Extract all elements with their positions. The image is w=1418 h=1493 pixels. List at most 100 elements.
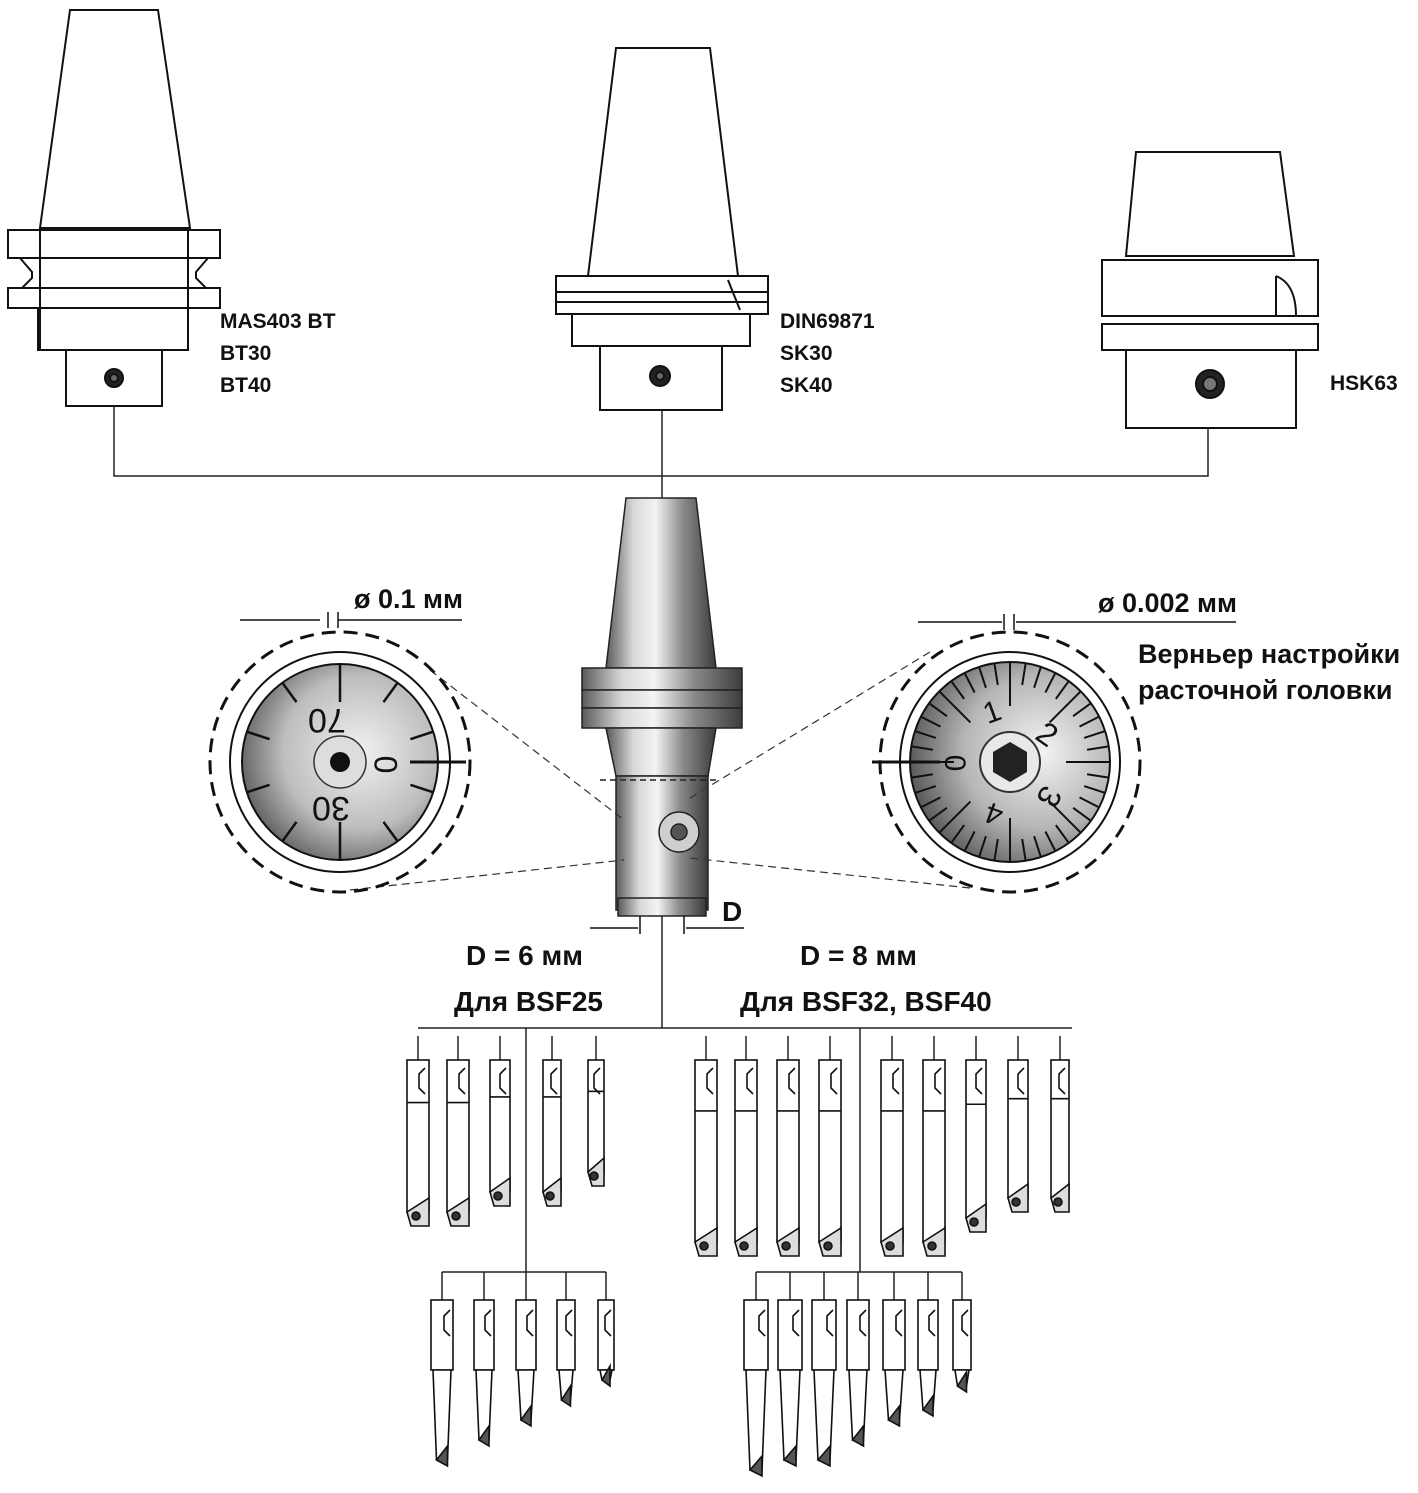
right-dial-tick [920,796,941,809]
left-dial-tick [382,821,399,843]
holder-bt-line-3: BT40 [220,374,272,397]
bt-holder [7,9,221,407]
tool-flat [892,1067,900,1095]
holder-sk-line-2: SK30 [780,342,833,365]
right-dial-tick [920,715,941,728]
bsf32-small-bar-3 [811,1299,837,1468]
right-dial-tick [1048,800,1082,834]
right-dial-tick [938,800,972,834]
bsf25-bar-3 [489,1059,511,1207]
right-dial-tick [1072,702,1092,717]
bsf25-small-bar-1 [430,1299,454,1468]
right-dial-tick [1033,666,1042,689]
tool-neck [813,1369,835,1461]
tool-body [818,1059,842,1243]
right-dial-tick [1086,745,1109,751]
tool-flat [830,1067,838,1095]
tool-screw [823,1241,833,1251]
tool-tip [519,1403,532,1428]
right-dial-tick [1044,672,1057,693]
bsf32-bar-2 [734,1059,758,1257]
tool-flat [895,1309,903,1337]
tool-screw [927,1241,937,1251]
left-dial-dimension: ø 0.1 мм [354,584,463,614]
tree-lines [417,916,1072,1300]
tool-screw [545,1191,555,1201]
right-dial-tick [1021,838,1027,861]
tool-flat [418,1067,426,1095]
tool-flat [859,1309,867,1337]
right-dial-tick [1044,831,1057,852]
tool-screw [589,1171,599,1181]
bsf32-bar-8 [1007,1059,1029,1213]
tool-flat [526,1309,534,1337]
right-dial-tick [938,690,972,724]
bsf32-small-bar-6 [917,1299,939,1418]
right-dial-tick [914,730,937,739]
holder-connectors [113,406,1209,500]
bsf32-small-bar-2 [777,1299,803,1468]
right-dial-tick [911,745,934,751]
right-dial-tick [1055,680,1070,700]
right-dial-tick [1083,785,1106,794]
right-dial-tick [1083,730,1106,739]
tool-flat [443,1309,451,1337]
tool-tip [477,1423,490,1448]
bsf25-small-bar-2 [473,1299,495,1448]
bsf32-bar-6 [922,1059,946,1257]
holder-bt-line-2: BT30 [220,342,272,365]
right-dial-tick [950,680,965,700]
tool-screw [739,1241,749,1251]
tool-body [406,1059,430,1213]
tool-body [446,1059,470,1213]
tool-screw [1011,1197,1021,1207]
tool-tip [851,1423,865,1448]
tool-body [880,1059,904,1243]
tool-flat [604,1309,612,1337]
right-dial-tick [978,835,987,858]
right-dial-tick [1033,835,1042,858]
boring-head [581,497,743,917]
bsf32-small-bar-1 [743,1299,769,1478]
left-dial-tick [409,730,434,741]
holder-hsk-line-1: HSK63 [1330,372,1398,395]
right-dial-tick [1055,824,1070,844]
tool-flat [1058,1067,1066,1095]
tool-tip [782,1443,797,1468]
right-dial-tick [993,838,999,861]
right-dial-tick [911,773,934,779]
tool-tip [748,1453,763,1478]
group-2-size: D = 8 мм [800,940,917,971]
vernier-caption: Верньер настройки расточной головки [1138,636,1400,708]
bsf32-small-bar-7 [952,1299,972,1394]
tool-screw [1053,1197,1063,1207]
tool-flat [792,1309,800,1337]
left-dial-tick [246,730,271,741]
bsf25-bar-1 [406,1059,430,1227]
group-1-for: Для BSF25 [454,986,603,1017]
right-dial-tick [963,672,976,693]
tool-flat [758,1309,766,1337]
right-dial-tick [1048,690,1082,724]
tool-flat [706,1067,714,1095]
left-dial-tick [281,681,298,703]
tool-flat [746,1067,754,1095]
boring-bars [406,1059,1070,1478]
bsf25-small-bar-4 [556,1299,576,1408]
right-dial-dimension: ø 0.002 мм [1098,588,1238,618]
right-dial-tick [963,831,976,852]
tool-screw [969,1217,979,1227]
holder-hsk-labels: HSK63 [1330,368,1398,400]
bsf32-bar-4 [818,1059,842,1257]
tool-body [922,1059,946,1243]
tool-flat [484,1309,492,1337]
right-dial-tick [1021,663,1027,686]
tool-shank [597,1299,615,1371]
tool-flat [550,1067,558,1095]
right-dial [872,630,1142,894]
tool-tip [956,1369,968,1394]
right-dial-tick [978,666,987,689]
tool-screw [493,1191,503,1201]
